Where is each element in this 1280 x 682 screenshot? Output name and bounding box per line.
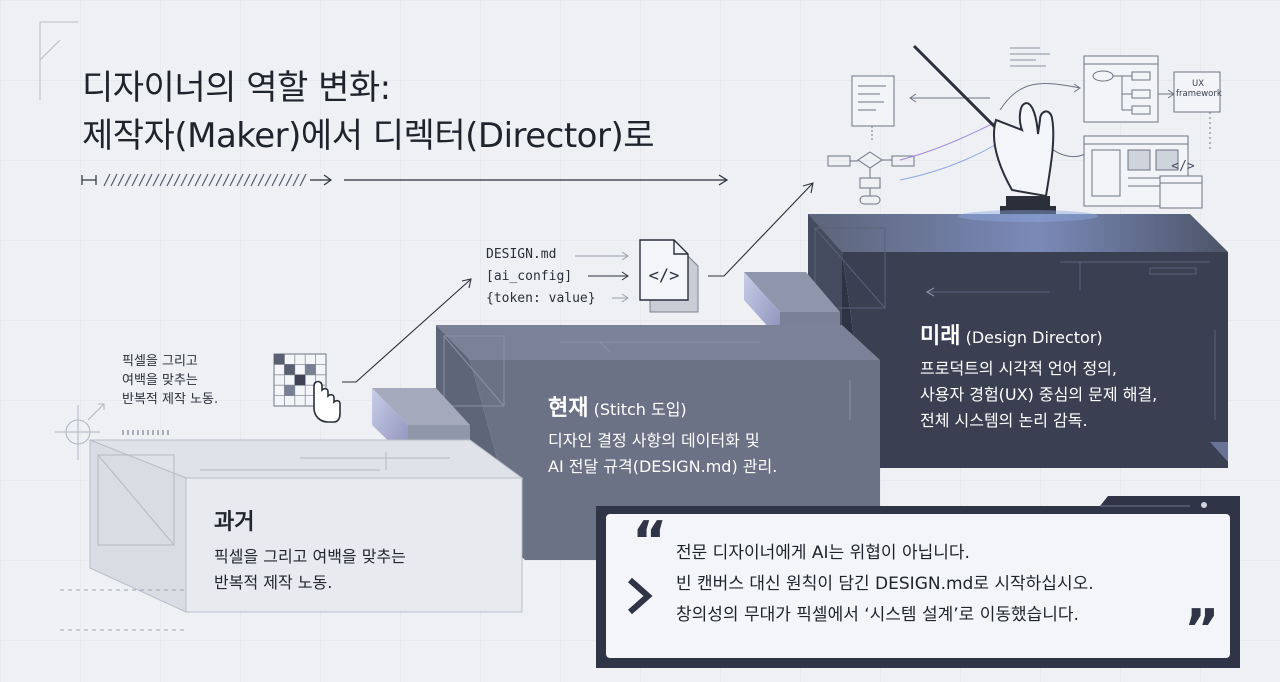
quote-close-mark: ” bbox=[1184, 598, 1220, 661]
conductor-hand-icon bbox=[912, 44, 1098, 222]
present-stage: 현재 (Stitch 도입) 디자인 결정 사항의 데이터화 및 AI 전달 규… bbox=[548, 390, 777, 480]
corner-bracket bbox=[39, 21, 78, 100]
future-desc: 프로덕트의 시각적 언어 정의, 사용자 경험(UX) 중심의 문제 해결, 전… bbox=[920, 356, 1157, 434]
title-line-2: 제작자(Maker)에서 디렉터(Director)로 bbox=[82, 116, 655, 156]
present-desc: 디자인 결정 사항의 데이터화 및 AI 전달 규격(DESIGN.md) 관리… bbox=[548, 428, 777, 480]
pointer-cursor-icon bbox=[313, 380, 341, 423]
quote-box-frame bbox=[596, 496, 1240, 668]
quote-line: 전문 디자이너에게 AI는 위협이 아닙니다. bbox=[676, 543, 970, 563]
ux-framework-label-line: framework bbox=[1176, 89, 1222, 99]
ux-framework-label: UX framework bbox=[1176, 79, 1222, 99]
progress-arrow-2 bbox=[708, 182, 814, 277]
future-subtitle: (Design Director) bbox=[965, 328, 1103, 347]
past-stage: 과거 픽셀을 그리고 여백을 맞추는 반복적 제작 노동. bbox=[214, 504, 406, 596]
quote-line: 창의성의 무대가 픽셀에서 ‘시스템 설계’로 이동했습니다. bbox=[676, 605, 1079, 625]
past-desc-line: 반복적 제작 노동. bbox=[214, 573, 333, 592]
title-line-1: 디자이너의 역할 변화: bbox=[82, 68, 391, 108]
page-title: 디자이너의 역할 변화: 제작자(Maker)에서 디렉터(Director)로 bbox=[82, 64, 655, 160]
past-title: 과거 bbox=[214, 510, 255, 535]
config-arrows bbox=[575, 251, 629, 303]
ux-framework-diagram bbox=[827, 47, 1221, 209]
quote-open-mark: “ bbox=[632, 510, 668, 573]
crosshair-icon bbox=[55, 403, 105, 460]
code-icon-small: </> bbox=[1171, 159, 1195, 174]
progress-arrow-1 bbox=[342, 278, 472, 383]
config-snippet: DESIGN.md [ai_config] {token: value} bbox=[486, 244, 596, 310]
present-title: 현재 bbox=[548, 396, 589, 421]
config-line: [ai_config] bbox=[486, 269, 573, 284]
future-title: 미래 bbox=[920, 324, 961, 349]
past-desc-line: 픽셀을 그리고 여백을 맞추는 bbox=[214, 547, 406, 566]
ux-framework-label-line: UX bbox=[1191, 79, 1205, 89]
title-divider-arrow bbox=[81, 173, 729, 187]
code-file-glyph: </> bbox=[649, 266, 680, 286]
chevron-right-icon bbox=[628, 577, 653, 615]
quote-line: 빈 캔버스 대신 원칙이 담긴 DESIGN.md로 시작하십시오. bbox=[676, 574, 1094, 594]
present-desc-line: 디자인 결정 사항의 데이터화 및 bbox=[548, 431, 760, 450]
future-stage: 미래 (Design Director) 프로덕트의 시각적 언어 정의, 사용… bbox=[920, 318, 1157, 434]
code-file-icon bbox=[639, 239, 699, 313]
config-line: {token: value} bbox=[486, 291, 596, 306]
future-desc-line: 사용자 경험(UX) 중심의 문제 해결, bbox=[920, 385, 1158, 404]
present-subtitle: (Stitch 도입) bbox=[593, 400, 687, 419]
quote-text: 전문 디자이너에게 AI는 위협이 아닙니다. 빈 캔버스 대신 원칙이 담긴 … bbox=[676, 538, 1094, 631]
future-desc-line: 프로덕트의 시각적 언어 정의, bbox=[920, 359, 1117, 378]
past-desc: 픽셀을 그리고 여백을 맞추는 반복적 제작 노동. bbox=[214, 544, 406, 596]
pixel-note: 픽셀을 그리고 여백을 맞추는 반복적 제작 노동. bbox=[122, 352, 218, 409]
pixel-note-line: 반복적 제작 노동. bbox=[122, 392, 219, 407]
pixel-grid-icon bbox=[273, 353, 327, 407]
config-line: DESIGN.md bbox=[486, 247, 557, 262]
dash-marks bbox=[122, 430, 169, 435]
future-desc-line: 전체 시스템의 논리 감독. bbox=[920, 411, 1088, 430]
pixel-note-line: 여백을 맞추는 bbox=[122, 373, 198, 388]
present-desc-line: AI 전달 규격(DESIGN.md) 관리. bbox=[548, 457, 778, 476]
pixel-note-line: 픽셀을 그리고 bbox=[122, 354, 198, 369]
past-block bbox=[60, 439, 524, 631]
